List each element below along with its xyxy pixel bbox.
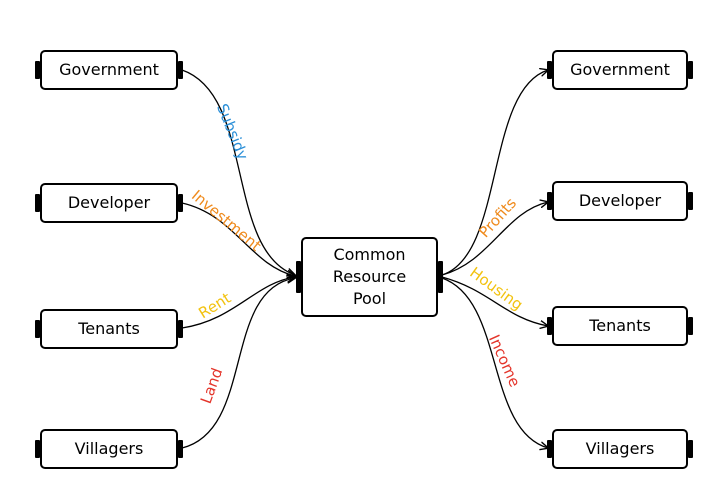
node-label: Villagers (585, 439, 655, 458)
common-resource-pool-node: Common Resource Pool (296, 237, 443, 317)
outflow-label-housing: Housing (466, 263, 526, 313)
node-label: Tenants (78, 319, 140, 338)
node-label: Villagers (74, 439, 144, 458)
inflow-curve-developer (181, 202, 295, 276)
source-node-tenants: Tenants (35, 309, 183, 349)
node-label: Tenants (589, 316, 651, 335)
outflow-curve-developer (441, 202, 548, 276)
node-label: Government (570, 60, 670, 79)
inflow-label-investment: Investment (188, 186, 265, 254)
outflow-curve-villagers (441, 277, 548, 448)
center-label: Common Resource Pool (333, 244, 406, 310)
outflow-curve-government (441, 70, 548, 276)
outflow-label-income: Income (485, 332, 524, 390)
target-node-tenants: Tenants (547, 306, 693, 346)
inflow-curve-villagers (181, 278, 295, 449)
center-label-line-2: Resource (332, 267, 407, 286)
inflow-curve-tenants (181, 277, 295, 329)
center-label-line-1: Common (333, 245, 406, 264)
inflow-label-rent: Rent (195, 289, 234, 323)
outflow-curve-tenants (441, 276, 548, 326)
target-node-government: Government (547, 50, 693, 90)
node-label: Developer (67, 193, 151, 212)
node-label: Developer (578, 191, 662, 210)
target-node-villagers: Villagers (547, 429, 693, 469)
inflow-label-land: Land (197, 366, 226, 407)
source-node-villagers: Villagers (35, 429, 183, 469)
source-node-government: Government (35, 50, 183, 90)
target-node-developer: Developer (547, 181, 693, 221)
source-node-developer: Developer (35, 183, 183, 223)
inflow-label-subsidy: Subsidy (213, 101, 252, 162)
node-label: Government (59, 60, 159, 79)
inflow-curve-government (181, 69, 295, 275)
center-label-line-3: Pool (352, 289, 387, 308)
outflow-label-profits: Profits (475, 194, 520, 241)
